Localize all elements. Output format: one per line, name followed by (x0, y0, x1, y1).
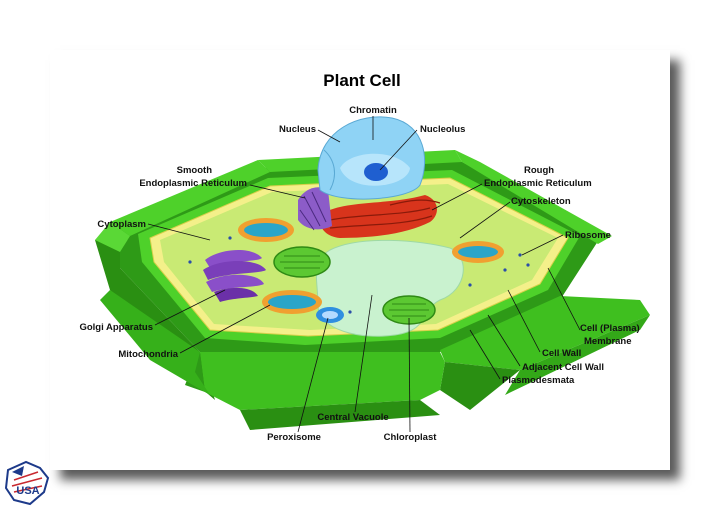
label-cell-membrane-line1: Cell (Plasma) (580, 323, 640, 334)
label-adjacent-cell-wall: Adjacent Cell Wall (522, 362, 604, 373)
label-chromatin: Chromatin (349, 105, 397, 116)
label-nucleolus: Nucleolus (420, 124, 465, 135)
smooth-endoplasmic-reticulum (298, 187, 332, 231)
rough-endoplasmic-reticulum (320, 195, 441, 238)
usa-badge-text: USA (16, 485, 39, 497)
label-rough-er-line2: Endoplasmic Reticulum (484, 178, 592, 189)
label-central-vacuole: Central Vacuole (317, 412, 388, 423)
label-smooth-er-line1: Smooth (177, 165, 213, 176)
label-mitochondria: Mitochondria (118, 349, 178, 360)
label-cell-wall: Cell Wall (542, 348, 581, 359)
label-golgi-apparatus: Golgi Apparatus (79, 322, 153, 333)
leader-lines (147, 116, 581, 433)
label-cytoskeleton: Cytoskeleton (511, 196, 571, 207)
label-smooth-er-line2: Endoplasmic Reticulum (139, 178, 247, 189)
usa-flag-map-icon (4, 460, 50, 506)
label-cytoplasm: Cytoplasm (97, 219, 146, 230)
label-peroxisome: Peroxisome (267, 432, 321, 443)
label-chloroplast: Chloroplast (384, 432, 438, 443)
nucleus (317, 116, 426, 200)
mitochondria (238, 218, 504, 314)
golgi-apparatus (203, 249, 266, 302)
label-nucleus: Nucleus (279, 124, 316, 135)
label-cell-membrane-line2: Membrane (584, 336, 632, 347)
label-rough-er-line1: Rough (524, 165, 554, 176)
ribosomes (188, 236, 530, 314)
label-ribosome: Ribosome (565, 230, 611, 241)
usa-badge: USA (4, 460, 50, 506)
label-plasmodesmata: Plasmodesmata (502, 375, 575, 386)
diagram-title: Plant Cell (323, 71, 400, 90)
peroxisome (316, 307, 344, 323)
chloroplasts (273, 246, 436, 325)
